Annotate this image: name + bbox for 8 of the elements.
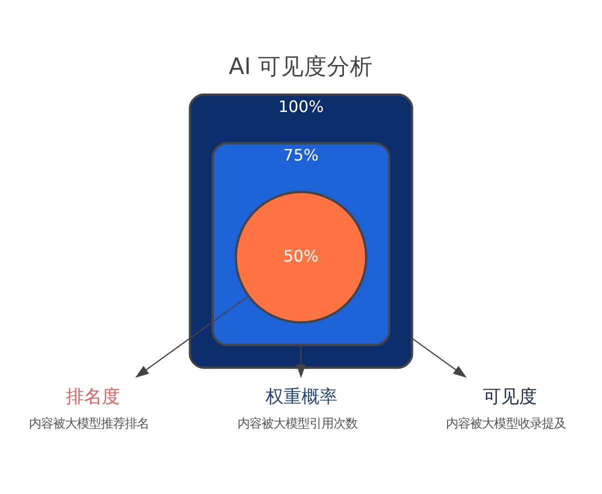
arrow [296,345,306,378]
arrow [135,296,249,378]
diagram-title: AI 可见度分析 [228,54,374,80]
node-text: 权重概率 内容被大模型引用次数 [238,386,358,431]
node-circle: 50% [234,190,368,324]
node-text: 可见度 内容被大模型收录提及 [446,386,566,431]
node-text: 排名度 内容被大模型推荐排名 [29,386,150,431]
arrow [412,338,467,378]
